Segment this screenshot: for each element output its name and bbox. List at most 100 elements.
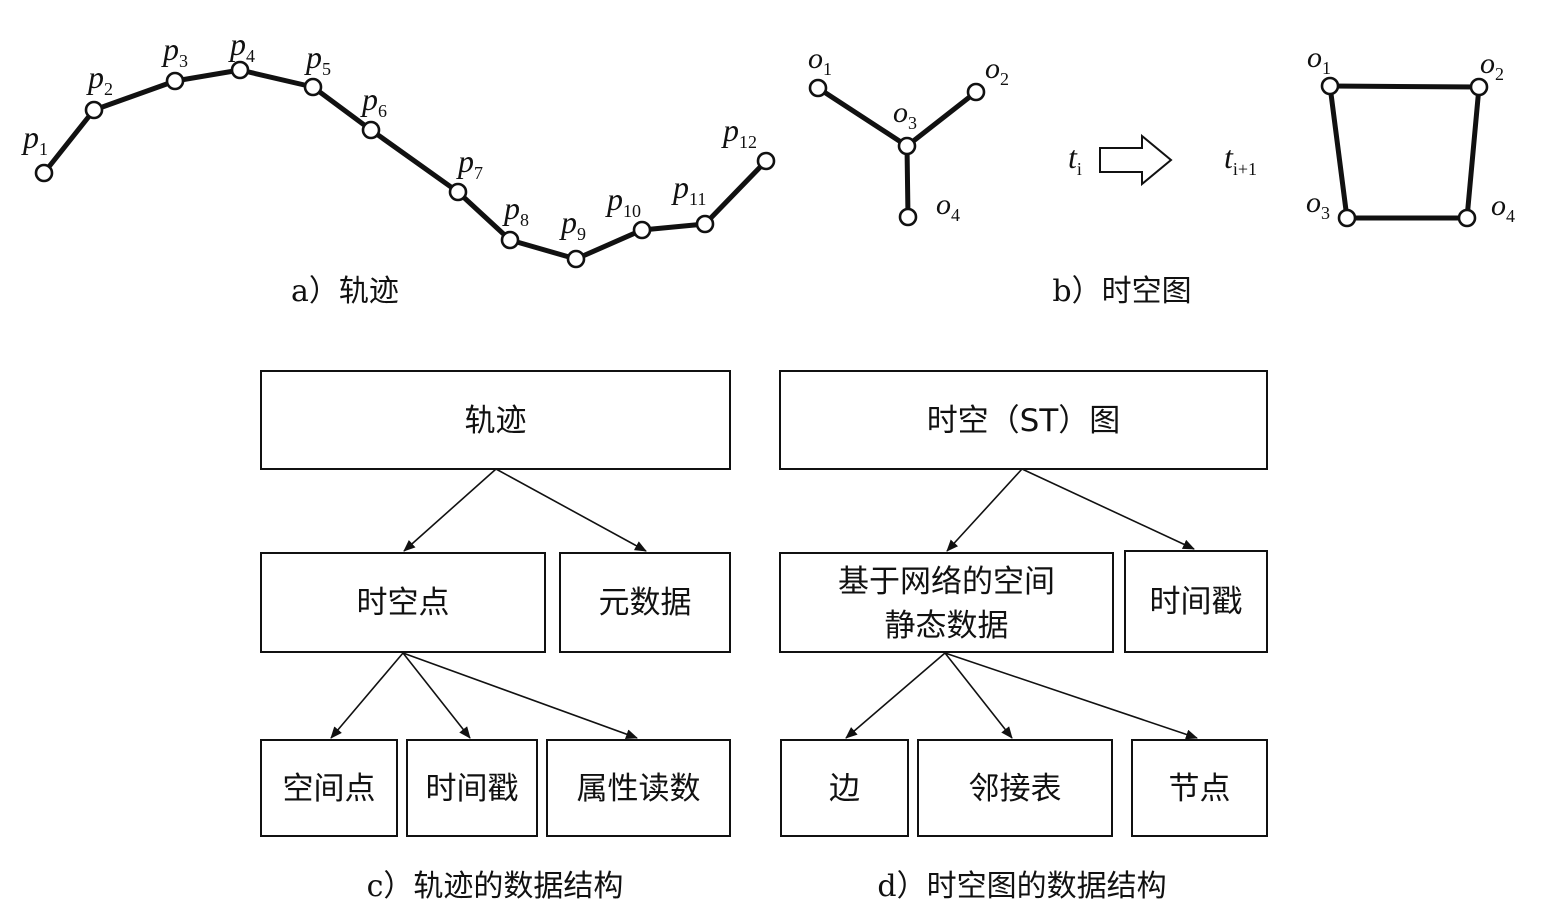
edge-root-to-metadata xyxy=(495,468,647,552)
box-edges xyxy=(780,739,909,837)
box-adjacency-list-label: 邻接表 xyxy=(969,771,1062,807)
box-trajectory-root-label: 轨迹 xyxy=(465,403,527,439)
edge-static-to-nodes xyxy=(944,652,1198,740)
box-spatial-point xyxy=(260,739,398,837)
graph-ti1-node-label-o1: o1 xyxy=(1307,41,1331,78)
edge-stpoint-to-attributes xyxy=(402,652,638,739)
box-attribute-readings-label: 属性读数 xyxy=(577,771,701,807)
graph-ti1-node-o1 xyxy=(1320,76,1340,96)
trajectory-point-label-12: p12 xyxy=(721,112,757,152)
graph-ti-node-o1 xyxy=(808,78,828,98)
edge-o3-o4 xyxy=(904,143,911,220)
graph-ti-node-o4 xyxy=(898,207,918,227)
tree-edges-d xyxy=(845,468,1198,740)
edge-static-to-edges xyxy=(845,652,946,739)
box-trajectory-root xyxy=(260,370,731,470)
graph-ti1-node-label-o2: o2 xyxy=(1480,47,1504,84)
box-nodes xyxy=(1131,739,1268,837)
panel-d-st-graph-structure: 时空（ST）图 基于网络的空间 静态数据 时间戳 边 邻接表 节点 d）时空图的… xyxy=(779,370,1268,904)
panel-b-st-graph: o1 o2 o3 o4 o1 o2 o3 o4 ti ti+1 b）时空图 xyxy=(808,41,1515,309)
graph-ti-node-label-o2: o2 xyxy=(985,52,1009,89)
box-st-point xyxy=(260,552,546,653)
edge-stroot-to-timestamp xyxy=(1021,468,1195,550)
trajectory-point-5 xyxy=(303,77,323,97)
graph-ti-node-label-o3: o3 xyxy=(893,96,917,133)
time-label-ti: ti xyxy=(1068,139,1082,179)
box-st-point-label: 时空点 xyxy=(357,585,450,621)
edge-o1-o2 xyxy=(1327,83,1482,90)
graph-at-ti: o1 o2 o3 o4 xyxy=(808,42,1009,227)
transition-arrow-icon xyxy=(1099,133,1173,187)
graph-ti1-node-o4 xyxy=(1457,208,1477,228)
trajectory-point-4 xyxy=(230,60,250,80)
graph-ti-node-label-o4: o4 xyxy=(936,188,960,225)
graph-ti-edges xyxy=(815,85,979,220)
trajectory-point-10 xyxy=(632,220,652,240)
trajectory-point-3 xyxy=(165,71,185,91)
graph-at-ti-plus-1: o1 o2 o3 o4 xyxy=(1306,41,1515,228)
trajectory-points xyxy=(34,60,776,269)
graph-ti1-node-label-o4: o4 xyxy=(1491,189,1515,226)
trajectory-point-label-10: p10 xyxy=(605,181,641,221)
box-timestamp-d-label: 时间戳 xyxy=(1150,584,1243,620)
box-st-graph-root-label: 时空（ST）图 xyxy=(927,403,1121,439)
trajectory-point-label-9: p9 xyxy=(559,204,586,244)
box-attribute-readings xyxy=(546,739,731,837)
edge-stpoint-to-timestamp xyxy=(402,652,471,739)
panel-c-trajectory-structure: 轨迹 时空点 元数据 空间点 时间戳 属性读数 c）轨迹的数据结构 xyxy=(260,370,731,904)
box-timestamp-d xyxy=(1124,550,1268,653)
graph-ti-node-o3 xyxy=(897,136,917,156)
trajectory-point-1 xyxy=(34,163,54,183)
panel-c-caption: c）轨迹的数据结构 xyxy=(367,869,624,904)
tree-edges-c xyxy=(330,468,647,739)
box-metadata xyxy=(559,552,731,653)
edge-o1-o3 xyxy=(815,85,910,149)
box-nodes-label: 节点 xyxy=(1169,771,1231,807)
edge-static-to-adjacency xyxy=(944,652,1013,739)
edge-stroot-to-static xyxy=(946,468,1023,552)
box-timestamp-c-label: 时间戳 xyxy=(426,771,519,807)
trajectory-point-11 xyxy=(695,214,715,234)
trajectory-point-label-1: p1 xyxy=(21,119,48,159)
panel-a-caption: a）轨迹 xyxy=(291,274,399,309)
box-edges-label: 边 xyxy=(829,771,860,807)
edge-stpoint-to-spatial xyxy=(330,652,404,739)
panel-b-caption: b）时空图 xyxy=(1052,274,1191,309)
trajectory-point-label-5: p5 xyxy=(304,39,331,79)
edge-o2-o4 xyxy=(1464,84,1482,221)
edge-o3-o1 xyxy=(1327,83,1350,221)
trajectory-point-8 xyxy=(500,230,520,250)
graph-ti1-node-o2 xyxy=(1469,77,1489,97)
trajectory-point-7 xyxy=(448,182,468,202)
graph-ti1-node-label-o3: o3 xyxy=(1306,186,1330,223)
graph-ti-node-label-o1: o1 xyxy=(808,42,832,79)
trajectory-point-label-8: p8 xyxy=(502,190,529,230)
trajectory-point-12 xyxy=(756,151,776,171)
trajectory-point-label-4: p4 xyxy=(228,26,255,66)
box-adjacency-list xyxy=(917,739,1113,837)
box-st-graph-root xyxy=(779,370,1268,470)
trajectory-point-9 xyxy=(566,249,586,269)
box-timestamp-c xyxy=(406,739,538,837)
box-network-static-data xyxy=(779,552,1114,653)
graph-ti1-node-o3 xyxy=(1337,208,1357,228)
trajectory-point-label-6: p6 xyxy=(360,81,387,121)
trajectory-point-label-3: p3 xyxy=(161,31,188,71)
edge-root-to-stpoint xyxy=(403,468,497,552)
time-label-ti-plus-1: ti+1 xyxy=(1224,139,1257,179)
panel-d-caption: d）时空图的数据结构 xyxy=(877,869,1166,904)
edge-o2-o3 xyxy=(904,89,979,149)
trajectory-point-label-2: p2 xyxy=(86,59,113,99)
trajectory-polyline xyxy=(42,67,768,262)
box-network-static-data-label-line2: 静态数据 xyxy=(885,608,1009,644)
box-metadata-label: 元数据 xyxy=(599,585,692,621)
trajectory-point-2 xyxy=(84,100,104,120)
trajectory-point-label-11: p11 xyxy=(671,169,706,209)
graph-ti-node-o2 xyxy=(966,82,986,102)
trajectory-point-6 xyxy=(361,120,381,140)
box-spatial-point-label: 空间点 xyxy=(283,771,376,807)
box-network-static-data-label-line1: 基于网络的空间 xyxy=(838,564,1055,600)
